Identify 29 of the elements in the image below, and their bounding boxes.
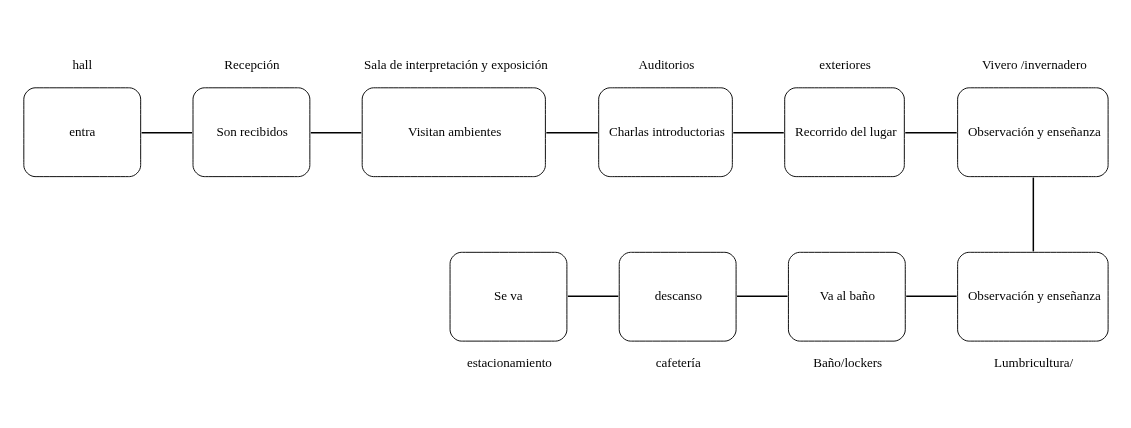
node-label: Recepción [224,56,280,72]
connector [904,131,958,134]
node-box: Va al baño [787,251,906,342]
node-label: hall [72,56,93,72]
connector [1032,176,1035,253]
node-box: Se va [449,251,568,342]
node-box: Charlas introductorias [598,87,733,178]
connector [905,295,958,297]
node-box: Visitan ambientes [361,87,546,178]
node-label: estacionamiento [466,355,552,371]
node-box: Son recibidos [192,87,311,178]
node-box: descanso [618,251,737,342]
node-label: Vivero /invernadero [981,56,1087,72]
node-label: Lumbricultura/ [994,355,1074,371]
node-label: exteriores [819,56,871,72]
node-box: Observación y enseñanza [957,251,1109,342]
node-label: Sala de interpretación y exposición [364,56,548,72]
node-box: entra [23,87,142,178]
node-label: Baño/lockers [813,355,883,371]
connector [736,295,789,297]
connector [732,131,785,134]
connector [310,131,362,134]
connector [567,295,620,297]
node-box: Observación y enseñanza [957,87,1109,178]
connector [140,131,193,134]
connector [545,131,599,134]
node-label: cafetería [655,355,701,371]
node-label: Auditorios [638,56,695,72]
node-box: Recorrido del lugar [784,87,905,178]
